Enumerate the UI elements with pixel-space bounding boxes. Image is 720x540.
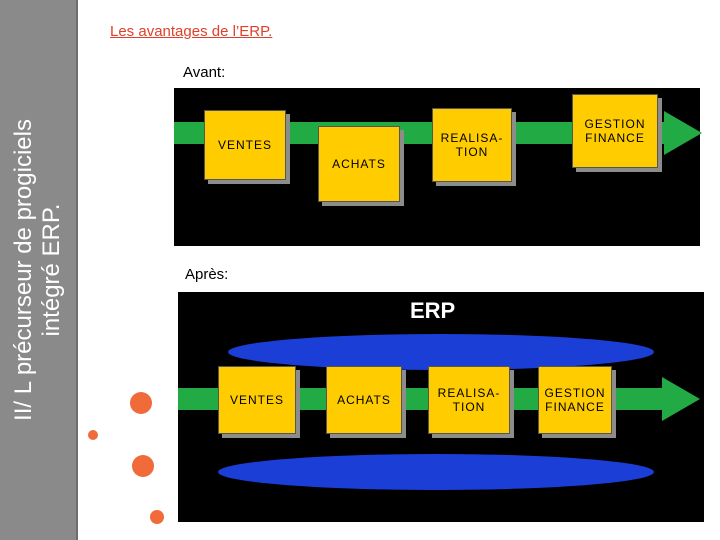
flow-arrow-head <box>662 377 700 421</box>
side-title: II/ L précurseur de progiciels intégré E… <box>10 70 66 470</box>
after-box-gestion-finance: GESTION FINANCE <box>538 366 612 434</box>
side-title-line2: intégré ERP. <box>38 70 66 470</box>
after-diagram: ERP VENTES ACHATS REALISA- TION GESTION … <box>178 292 704 522</box>
after-label: Après: <box>185 266 228 283</box>
before-box-gestion-finance: GESTION FINANCE <box>572 94 658 168</box>
decorative-dot <box>150 510 164 524</box>
decorative-dot <box>130 392 152 414</box>
flow-arrow-head <box>664 111 702 155</box>
before-label: Avant: <box>183 64 225 81</box>
after-box-ventes: VENTES <box>218 366 296 434</box>
erp-banner: ERP <box>410 298 455 324</box>
after-box-realisation: REALISA- TION <box>428 366 510 434</box>
erp-band-bottom <box>218 454 654 490</box>
side-title-line1: II/ L précurseur de progiciels <box>10 70 38 470</box>
slide-title: Les avantages de l’ERP. <box>110 23 272 40</box>
side-title-bar: II/ L précurseur de progiciels intégré E… <box>0 0 78 540</box>
decorative-dot <box>88 430 98 440</box>
before-diagram: VENTES ACHATS REALISA- TION GESTION FINA… <box>174 88 700 246</box>
decorative-dot <box>132 455 154 477</box>
before-box-achats: ACHATS <box>318 126 400 202</box>
after-box-achats: ACHATS <box>326 366 402 434</box>
before-box-ventes: VENTES <box>204 110 286 180</box>
before-box-realisation: REALISA- TION <box>432 108 512 182</box>
erp-band-top <box>228 334 654 370</box>
